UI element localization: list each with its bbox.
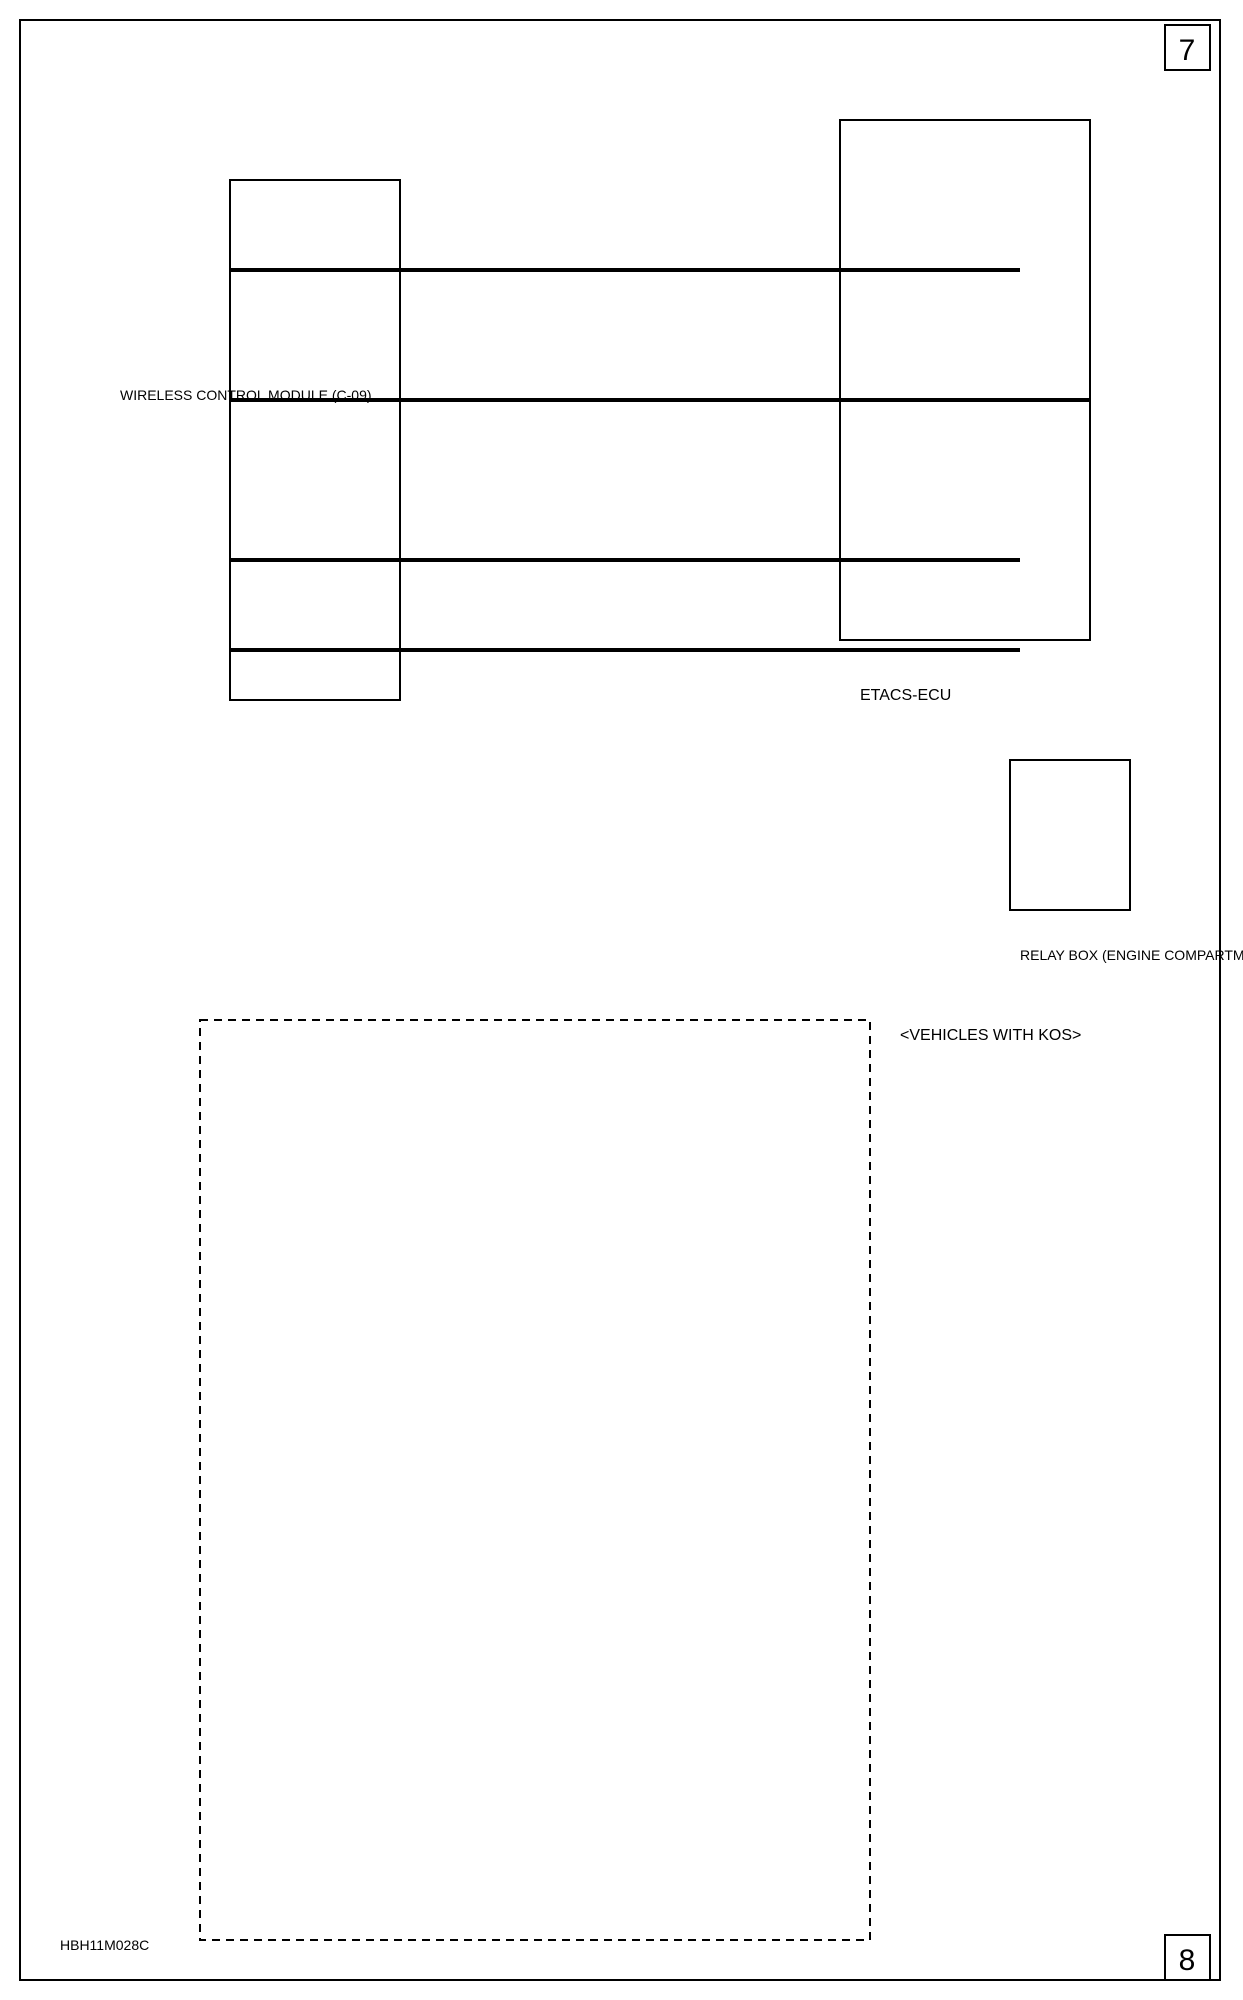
relay-box-label: RELAY BOX (ENGINE COMPARTMENT) <box>1020 947 1243 963</box>
etacs-label: ETACS-ECU <box>860 687 951 704</box>
relay-box <box>1009 759 1131 911</box>
page-left: 7 <box>1179 34 1196 67</box>
page-right: 8 <box>1179 1944 1196 1977</box>
page-marker-left <box>1164 24 1211 71</box>
page-marker-right <box>1164 1934 1211 1981</box>
code-label: HBH11M028C <box>60 1937 149 1953</box>
wcm-label: WIRELESS CONTROL MODULE (C-09) <box>120 387 372 403</box>
wireless-control-module <box>229 179 401 701</box>
etacs-box <box>839 119 1091 641</box>
with-kos-label: <VEHICLES WITH KOS> <box>900 1027 1081 1044</box>
kos-region <box>199 1019 871 1941</box>
